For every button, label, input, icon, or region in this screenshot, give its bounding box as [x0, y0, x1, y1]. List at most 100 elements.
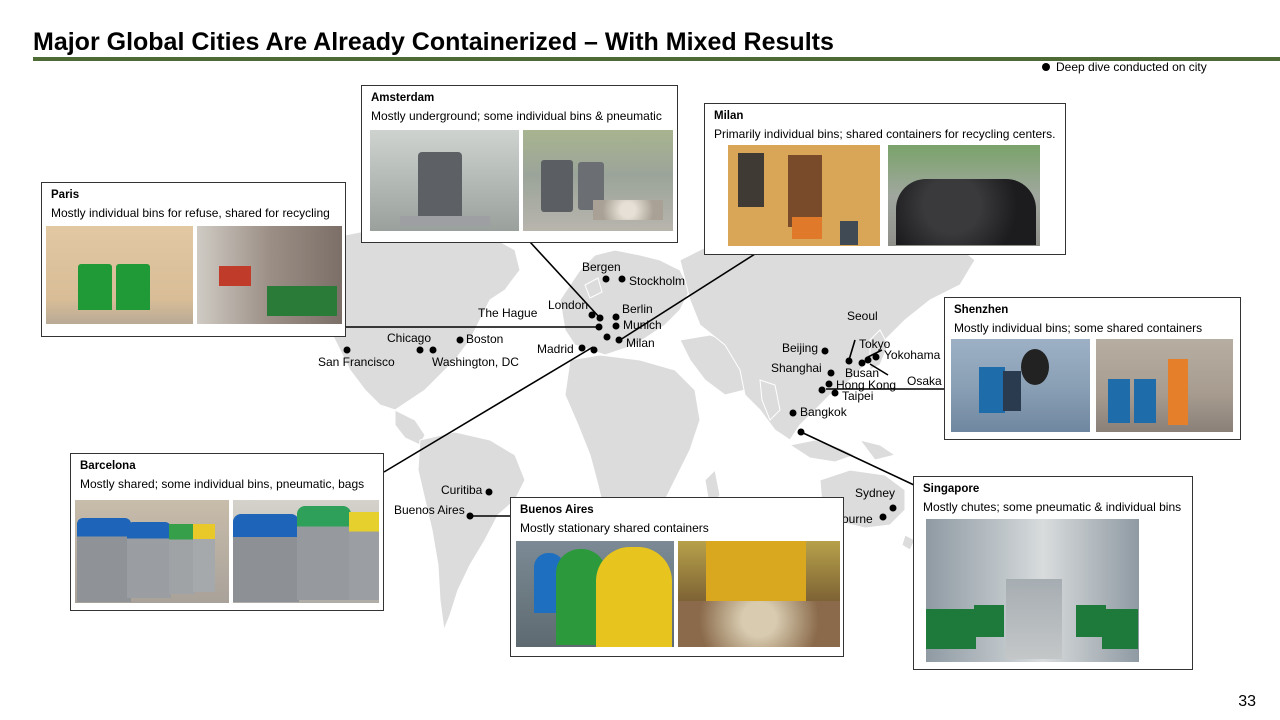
callout-barcelona: Barcelona Mostly shared; some individual… — [70, 453, 384, 611]
label-bergen: Bergen — [582, 260, 621, 274]
dot-curitiba — [485, 488, 493, 496]
label-chicago: Chicago — [387, 331, 432, 345]
callout-title: Amsterdam — [371, 92, 435, 104]
dot-shanghai — [827, 369, 835, 377]
dot-tokyo — [872, 353, 880, 361]
label-taipei: Taipei — [842, 389, 874, 403]
label-london: London — [548, 298, 589, 312]
callout-description: Mostly chutes; some pneumatic & individu… — [923, 500, 1182, 514]
label-busan: Busan — [845, 366, 880, 380]
dot-boston — [456, 336, 464, 344]
dot-osaka — [864, 356, 872, 364]
photo-shenzhen-street-bins — [1096, 339, 1233, 432]
callout-buenos-aires: Buenos Aires Mostly stationary shared co… — [510, 497, 844, 657]
dot-stockholm — [618, 275, 626, 283]
callout-amsterdam: Amsterdam Mostly underground; some indiv… — [361, 85, 678, 243]
dot-paris — [595, 323, 603, 331]
callout-description: Mostly underground; some individual bins… — [371, 109, 662, 123]
dot-busan — [858, 359, 866, 367]
dot-shenzhen — [818, 386, 826, 394]
dot-buenos-aires — [466, 512, 474, 520]
city-dots — [343, 275, 897, 521]
dot-madrid — [578, 344, 586, 352]
dot-taipei — [831, 389, 839, 397]
label-berlin: Berlin — [622, 302, 653, 316]
leader-osaka — [869, 363, 889, 376]
callout-title: Shenzhen — [954, 304, 1009, 316]
callout-description: Mostly individual bins for refuse, share… — [51, 206, 330, 220]
photo-amsterdam-litter — [523, 130, 673, 231]
dot-the-hague — [596, 314, 604, 322]
label-osaka: Osaka — [907, 374, 942, 388]
photo-barcelona-overflowing-bins — [233, 500, 379, 603]
callout-title: Milan — [714, 110, 744, 122]
dot-milan — [615, 336, 623, 344]
callout-shenzhen: Shenzhen Mostly individual bins; some sh… — [944, 297, 1241, 440]
title-underline — [33, 57, 1280, 61]
label-shanghai: Shanghai — [771, 361, 822, 375]
label-seoul: Seoul — [847, 309, 878, 323]
page-number: 33 — [1238, 693, 1256, 710]
dot-hong-kong — [825, 380, 833, 388]
photo-buenos-aires-litter — [678, 541, 840, 647]
leader-seoul — [848, 339, 856, 361]
callout-title: Paris — [51, 189, 80, 201]
dot-amsterdam-alt — [603, 333, 611, 341]
label-boston: Boston — [466, 332, 504, 346]
callout-title: Buenos Aires — [520, 504, 594, 516]
label-tokyo: Tokyo — [859, 337, 891, 351]
label-beijing: Beijing — [782, 341, 819, 355]
dot-beijing — [821, 347, 829, 355]
callout-description: Mostly shared; some individual bins, pne… — [80, 477, 365, 491]
photo-paris-street-bins — [197, 226, 342, 324]
dot-bangkok — [789, 409, 797, 417]
leader-amsterdam — [529, 241, 601, 319]
label-hong-kong: Hong Kong — [836, 378, 897, 392]
photo-singapore-back-alley — [926, 519, 1139, 662]
callout-description: Mostly stationary shared containers — [520, 521, 709, 535]
dot-washington — [429, 346, 437, 354]
dot-bergen — [602, 275, 610, 283]
label-san-francisco: San Francisco — [318, 355, 395, 369]
label-bangkok: Bangkok — [800, 405, 847, 419]
callout-milan: Milan Primarily individual bins; shared … — [704, 103, 1066, 255]
photo-amsterdam-underground-bin — [370, 130, 519, 231]
callout-title: Singapore — [923, 483, 980, 495]
label-yokohama: Yokohama — [884, 348, 941, 362]
photo-shenzhen-blue-bins — [951, 339, 1090, 432]
callout-description: Mostly individual bins; some shared cont… — [954, 321, 1203, 335]
label-sydney: Sydney — [855, 486, 896, 500]
dot-sydney — [889, 504, 897, 512]
callout-singapore: Singapore Mostly chutes; some pneumatic … — [913, 476, 1193, 670]
label-curitiba: Curitiba — [441, 483, 483, 497]
dot-barcelona — [590, 346, 598, 354]
label-buenos-aires: Buenos Aires — [394, 503, 465, 517]
photo-milan-garbage-bags — [888, 145, 1040, 246]
dot-berlin — [612, 313, 620, 321]
callout-description: Primarily individual bins; shared contai… — [714, 127, 1056, 141]
label-washington: Washington, DC — [432, 355, 519, 369]
legend-dot-icon — [1042, 63, 1050, 71]
callout-title: Barcelona — [80, 460, 136, 472]
photo-paris-green-bins — [46, 226, 193, 324]
dot-london — [588, 311, 596, 319]
dot-singapore — [797, 428, 805, 436]
label-melbourne: ourne — [842, 512, 873, 526]
legend-label: Deep dive conducted on city — [1056, 60, 1207, 74]
label-the-hague: The Hague — [478, 306, 538, 320]
label-munich: Munich — [623, 318, 662, 332]
label-stockholm: Stockholm — [629, 274, 686, 288]
dot-melbourne — [879, 513, 887, 521]
land-masses — [297, 159, 976, 632]
photo-milan-individual-bins — [728, 145, 880, 246]
photo-buenos-aires-containers — [516, 541, 674, 647]
leader-barcelona — [383, 346, 594, 473]
photo-barcelona-colored-bins — [75, 500, 229, 603]
label-milan: Milan — [626, 336, 655, 350]
dot-seoul — [845, 357, 853, 365]
slide-title: Major Global Cities Are Already Containe… — [33, 28, 834, 56]
dot-san-francisco — [343, 346, 351, 354]
dot-munich — [612, 322, 620, 330]
callout-paris: Paris Mostly individual bins for refuse,… — [41, 182, 346, 337]
